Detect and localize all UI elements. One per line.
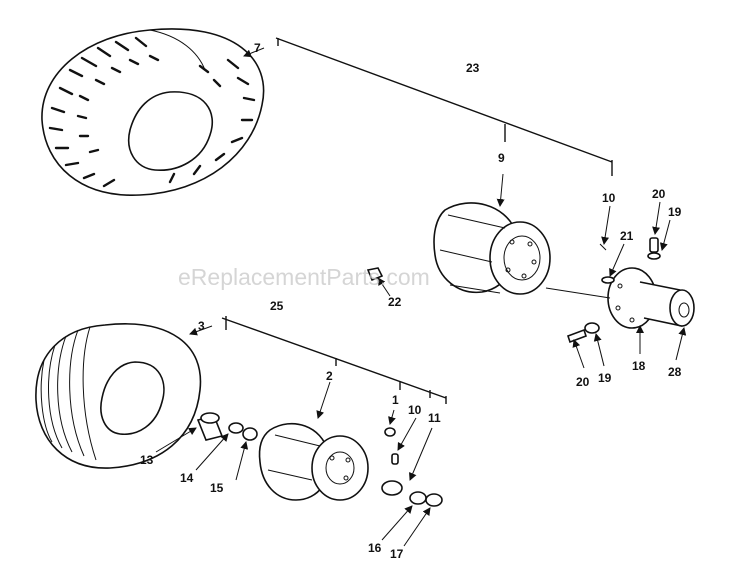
callout-18: 18: [632, 359, 646, 373]
callout-16: 16: [368, 541, 382, 555]
callout-20-front: 20: [576, 375, 590, 389]
callout-28: 28: [668, 365, 682, 379]
callout-labels: 7 23 9 10 20 19 21 22 3 25 20 19 18 28 2…: [140, 41, 682, 561]
callout-7: 7: [254, 41, 261, 55]
callout-10-front: 10: [408, 403, 422, 417]
front-bushing-washers: [196, 412, 258, 441]
callout-25: 25: [270, 299, 284, 313]
callout-2: 2: [326, 369, 333, 383]
callout-9: 9: [498, 151, 505, 165]
callout-10-rear: 10: [602, 191, 616, 205]
callout-3: 3: [198, 319, 205, 333]
callout-11: 11: [428, 411, 441, 425]
rear-fasteners: [366, 237, 661, 344]
callout-22: 22: [388, 295, 402, 309]
rear-tire: [41, 28, 265, 196]
callout-13: 13: [140, 453, 154, 467]
callout-21: 21: [620, 229, 634, 243]
callout-23: 23: [466, 61, 480, 75]
callout-17: 17: [390, 547, 404, 561]
wheel-hub: [545, 267, 695, 329]
callout-14: 14: [180, 471, 194, 485]
callout-15: 15: [210, 481, 224, 495]
leader-lines: [221, 37, 613, 404]
front-wheel-rim: [258, 422, 369, 501]
front-tire: [35, 323, 202, 469]
front-fasteners: [381, 427, 443, 507]
callout-20-rear: 20: [652, 187, 666, 201]
callout-1: 1: [392, 393, 399, 407]
watermark: eReplacementParts.com: [178, 264, 430, 290]
rear-wheel-rim: [433, 202, 551, 295]
callout-arrows: [155, 47, 687, 547]
callout-19-front: 19: [598, 371, 612, 385]
callout-19-rear: 19: [668, 205, 682, 219]
